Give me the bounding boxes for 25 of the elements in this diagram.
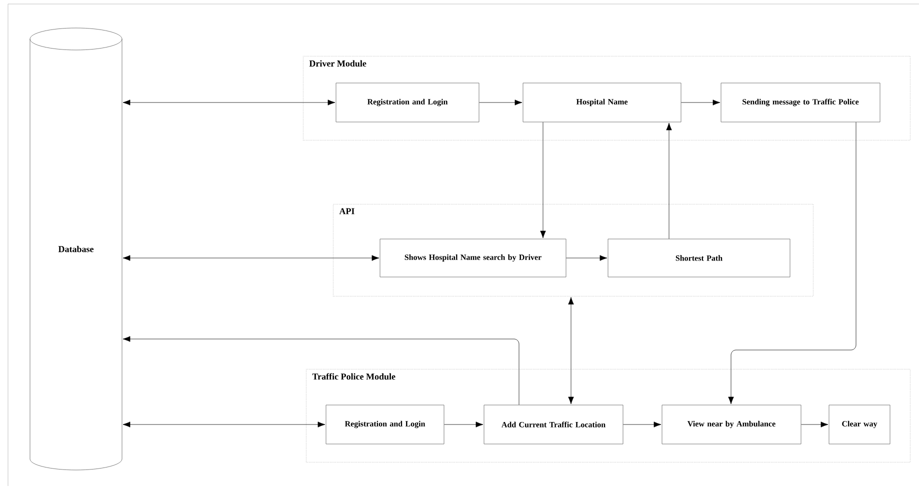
process-box: Shows Hospital Name search by Driver xyxy=(380,238,566,278)
process-box: Shortest Path xyxy=(608,238,790,278)
process-box: Clear way xyxy=(828,404,890,444)
arrow xyxy=(801,422,828,428)
arrow xyxy=(122,422,326,428)
process-box: Registration and Login xyxy=(326,404,444,444)
arrow xyxy=(540,122,546,238)
arrow xyxy=(728,122,856,404)
arrow xyxy=(479,100,522,106)
arrow xyxy=(444,422,484,428)
arrow xyxy=(122,336,520,405)
arrow xyxy=(681,100,720,106)
arrow xyxy=(623,422,662,428)
arrow xyxy=(568,297,574,404)
process-box: View near by Ambulance xyxy=(662,404,802,444)
process-box: Registration and Login xyxy=(336,82,480,122)
database-cylinder: Database xyxy=(30,28,122,470)
process-box: Hospital Name xyxy=(522,82,682,122)
arrow xyxy=(122,255,380,261)
arrow xyxy=(566,255,608,261)
node-label: Database xyxy=(58,246,94,252)
arrow xyxy=(122,100,336,106)
arrow xyxy=(666,122,672,239)
process-box: Sending message to Traffic Police xyxy=(720,82,880,122)
process-box: Add Current Traffic Location xyxy=(484,404,624,444)
